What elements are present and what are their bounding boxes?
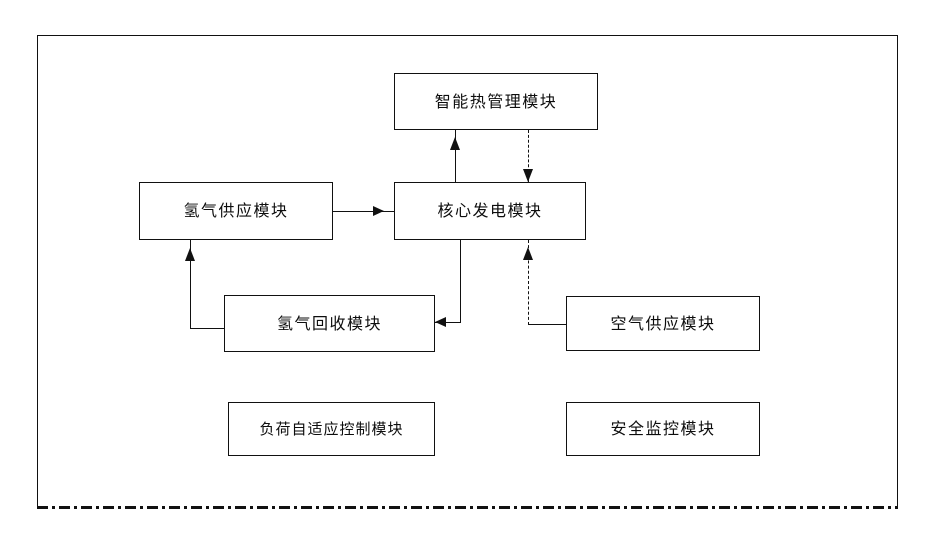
connector-hrecovery-to-hsupply-hline xyxy=(190,328,224,329)
node-safety-monitoring[interactable]: 安全监控模块 xyxy=(566,402,760,456)
node-thermal-management-label: 智能热管理模块 xyxy=(434,91,558,111)
node-load-adaptive-control[interactable]: 负荷自适应控制模块 xyxy=(228,402,435,456)
node-core-power-generation[interactable]: 核心发电模块 xyxy=(394,182,586,240)
connector-air-to-core-arrowhead xyxy=(523,247,533,260)
node-core-power-generation-label: 核心发电模块 xyxy=(437,201,543,221)
connector-thermal-to-core-arrowhead xyxy=(523,169,533,182)
node-thermal-management[interactable]: 智能热管理模块 xyxy=(394,73,598,130)
connector-core-to-hrecovery-vline xyxy=(460,240,461,322)
node-hydrogen-recovery-label: 氢气回收模块 xyxy=(276,313,382,333)
connector-thermal-to-core-line xyxy=(528,130,529,182)
connector-core-to-thermal-line xyxy=(455,130,456,182)
connector-air-to-core-vline xyxy=(528,240,529,325)
diagram-outer-frame-bottom-dashdot xyxy=(37,506,898,509)
connector-hsupply-to-core-line xyxy=(333,211,394,212)
connector-core-to-hrecovery-hline xyxy=(435,322,461,323)
connector-hrecovery-to-hsupply-vline xyxy=(190,240,191,329)
connector-air-to-core-hline xyxy=(528,324,566,325)
connector-hrecovery-to-hsupply-arrowhead xyxy=(185,248,195,261)
node-load-adaptive-control-label: 负荷自适应控制模块 xyxy=(259,419,404,438)
node-air-supply[interactable]: 空气供应模块 xyxy=(566,296,760,351)
node-hydrogen-supply-label: 氢气供应模块 xyxy=(183,201,289,221)
node-hydrogen-supply[interactable]: 氢气供应模块 xyxy=(139,182,333,240)
connector-hsupply-to-core-arrowhead xyxy=(373,206,384,216)
node-air-supply-label: 空气供应模块 xyxy=(610,313,716,333)
connector-core-to-hrecovery-arrowhead xyxy=(435,317,446,327)
connector-core-to-thermal-arrowhead xyxy=(450,137,460,150)
node-hydrogen-recovery[interactable]: 氢气回收模块 xyxy=(224,295,435,352)
node-safety-monitoring-label: 安全监控模块 xyxy=(610,419,716,439)
